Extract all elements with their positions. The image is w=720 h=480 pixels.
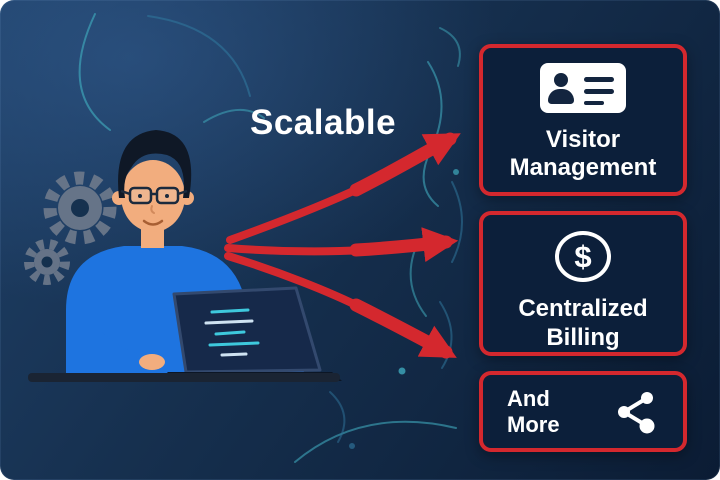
share-icon <box>618 391 655 433</box>
gear-icon <box>24 239 70 285</box>
dollar-circle-icon: $ <box>555 231 611 283</box>
feature-card-visitor-management: Visitor Management <box>479 44 687 196</box>
id-card-text-line <box>584 101 604 105</box>
headline: Scalable <box>250 103 397 142</box>
feature-card-centralized-billing: $ Centralized Billing <box>479 211 687 356</box>
id-card-icon <box>540 63 626 113</box>
id-card-person-body <box>548 89 574 104</box>
card-title: And More <box>507 385 560 437</box>
flow-arrow-bottom <box>224 252 457 359</box>
flow-arrow-top <box>226 132 461 244</box>
card-title: Visitor Management <box>509 126 657 182</box>
gear-icon <box>43 171 117 245</box>
decor-curves <box>78 13 463 463</box>
desk <box>28 373 340 382</box>
feature-card-and-more: And More <box>479 371 687 452</box>
id-card-text-line <box>584 77 614 82</box>
flow-arrow-middle <box>224 227 459 263</box>
card-title: Centralized Billing <box>518 295 648 351</box>
id-card-text-line <box>584 89 614 94</box>
id-card-person-head <box>554 73 568 87</box>
dollar-glyph: $ <box>574 238 592 274</box>
flow-arrows <box>224 132 461 359</box>
